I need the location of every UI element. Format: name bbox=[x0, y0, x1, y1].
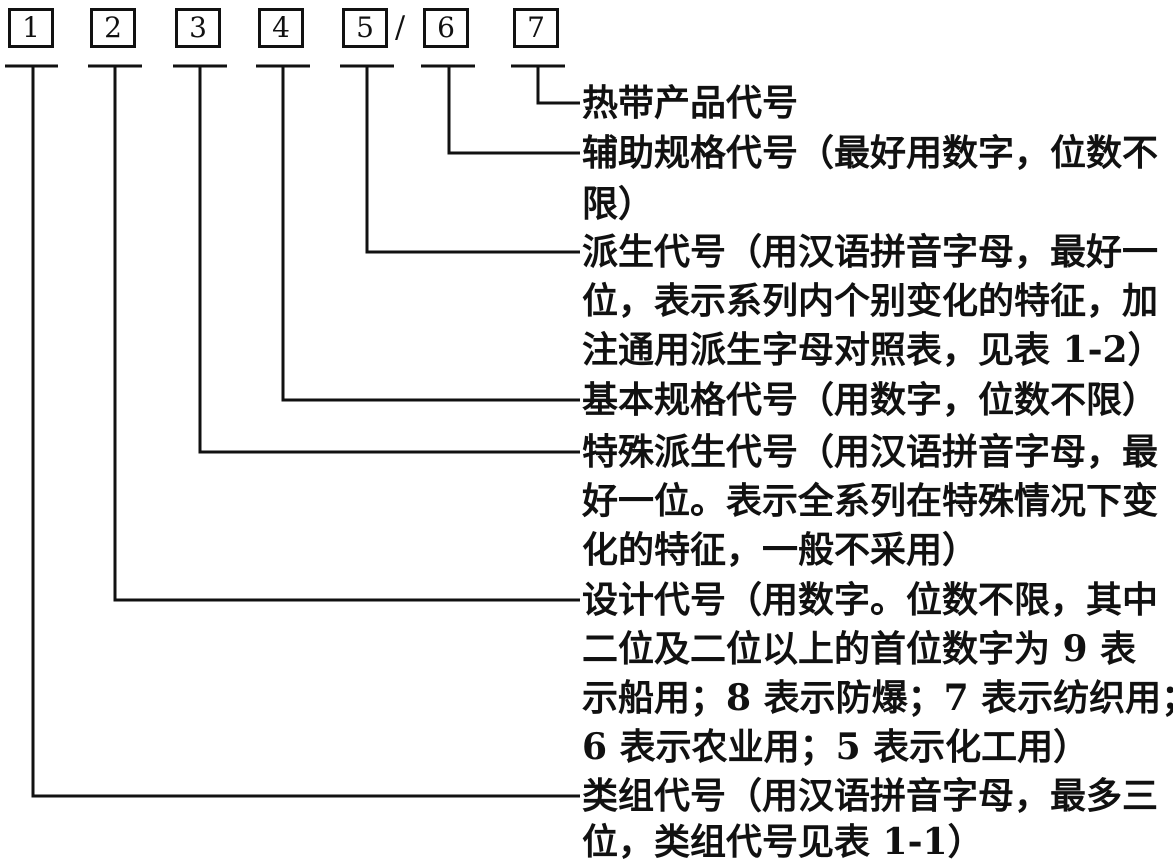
code-box-6: 6 bbox=[423, 8, 469, 48]
desc-5-line-1: 派生代号（用汉语拼音字母，最好一 bbox=[582, 231, 1159, 273]
desc-2-line-4: 6 表示农业用；5 表示化工用） bbox=[582, 726, 1090, 768]
desc-5-line-2: 位，表示系列内个别变化的特征，加 bbox=[582, 280, 1159, 322]
code-box-7: 7 bbox=[513, 8, 559, 48]
desc-2-line-3: 示船用；8 表示防爆；7 表示纺织用； bbox=[582, 677, 1173, 719]
desc-3-line-2: 好一位。表示全系列在特殊情况下变 bbox=[582, 480, 1159, 522]
desc-6-line-1: 辅助规格代号（最好用数字，位数不 bbox=[582, 132, 1159, 174]
leader-4 bbox=[281, 66, 580, 402]
code-box-3: 3 bbox=[175, 8, 221, 48]
desc-6-line-2: 限） bbox=[582, 183, 655, 225]
desc-7-line-1: 热带产品代号 bbox=[582, 82, 799, 124]
desc-3-line-1: 特殊派生代号（用汉语拼音字母，最 bbox=[582, 431, 1159, 473]
code-box-4: 4 bbox=[258, 8, 304, 48]
code-box-2: 2 bbox=[90, 8, 136, 48]
leader-6 bbox=[447, 66, 580, 155]
desc-2-line-1: 设计代号（用数字。位数不限，其中 bbox=[582, 579, 1159, 621]
desc-5-line-3: 注通用派生字母对照表，见表 1-2） bbox=[582, 329, 1164, 371]
leader-3 bbox=[198, 66, 580, 454]
desc-1-line-1: 类组代号（用汉语拼音字母，最多三 bbox=[582, 775, 1159, 817]
leader-7 bbox=[536, 66, 580, 105]
desc-2-line-2: 二位及二位以上的首位数字为 9 表 bbox=[582, 628, 1137, 670]
leader-1 bbox=[31, 66, 580, 798]
leader-2 bbox=[113, 66, 580, 602]
code-box-1: 1 bbox=[8, 8, 54, 48]
separator-slash: / bbox=[395, 10, 406, 45]
desc-1-line-2: 位，类组代号见表 1-1） bbox=[582, 821, 984, 863]
leader-5 bbox=[365, 66, 580, 254]
desc-4-line-1: 基本规格代号（用数字，位数不限） bbox=[582, 379, 1159, 421]
desc-3-line-3: 化的特征，一般不采用） bbox=[582, 529, 979, 571]
code-box-5: 5 bbox=[342, 8, 388, 48]
